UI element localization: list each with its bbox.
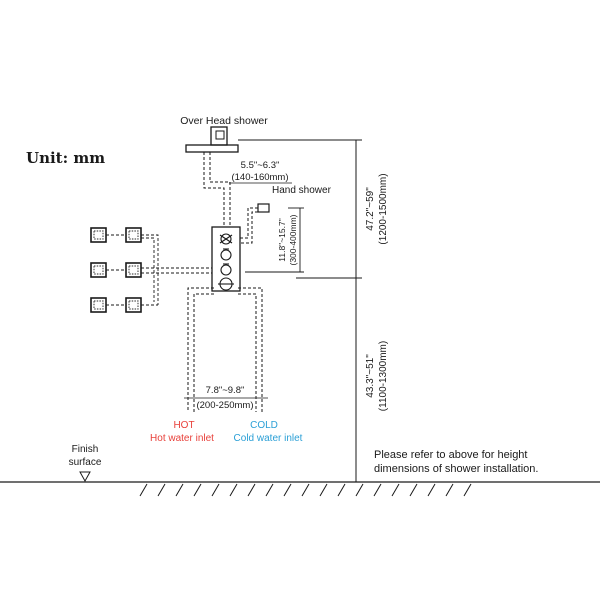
overhead-shower-head bbox=[185, 144, 239, 153]
unit-label: Unit: mm bbox=[26, 149, 105, 167]
overhead-shower-label: Over Head shower bbox=[180, 115, 268, 127]
diverter-handle-1 bbox=[220, 233, 232, 245]
body-jet bbox=[125, 262, 142, 278]
inlet-dimension-mm: (200-250mm) bbox=[196, 400, 253, 411]
diverter-handle-2 bbox=[220, 249, 232, 261]
arm-dimension-mm: (140-160mm) bbox=[231, 172, 288, 183]
floor-hatching bbox=[139, 483, 472, 497]
cold-label: COLD bbox=[250, 420, 278, 431]
inlet-dimension-in: 7.8"~9.8" bbox=[206, 385, 245, 396]
valve-plate bbox=[211, 226, 241, 292]
finish-surface-label-2: surface bbox=[69, 457, 102, 468]
overhead-feed-pipe bbox=[203, 152, 231, 230]
installation-note-line2: dimensions of shower installation. bbox=[374, 463, 538, 475]
installation-note-line1: Please refer to above for height bbox=[374, 449, 527, 461]
hand-shower-holder bbox=[257, 203, 270, 213]
body-jet bbox=[90, 262, 107, 278]
arm-dimension-in: 5.5"~6.3" bbox=[241, 160, 280, 171]
body-jet bbox=[90, 227, 107, 243]
overhead-shower bbox=[185, 126, 239, 153]
hand-shower-hose bbox=[240, 207, 258, 239]
finish-surface-marker bbox=[79, 471, 91, 483]
supply-inlet-pipes bbox=[187, 287, 263, 412]
upper-dimension-in: 47.2"~59" bbox=[365, 187, 376, 231]
body-jet bbox=[125, 227, 142, 243]
lower-dimension-mm: (1100-1300mm) bbox=[378, 341, 389, 411]
thermostatic-valve bbox=[211, 226, 241, 292]
hand-dimension-mm: (300-400mm) bbox=[288, 214, 298, 265]
finish-surface-label-1: Finish bbox=[72, 444, 99, 455]
body-jet-pipes bbox=[106, 234, 212, 306]
hand-dimension-in: 11.8"~15.7" bbox=[277, 218, 287, 261]
hot-label: HOT bbox=[173, 420, 194, 431]
upper-dimension-mm: (1200-1500mm) bbox=[378, 173, 389, 244]
overhead-shower-mount bbox=[210, 126, 228, 146]
hand-shower-label: Hand shower bbox=[272, 185, 332, 196]
hot-inlet-label: Hot water inlet bbox=[150, 433, 214, 444]
cold-inlet-label: Cold water inlet bbox=[234, 433, 303, 444]
body-jet bbox=[125, 297, 142, 313]
body-jet bbox=[90, 297, 107, 313]
diverter-handle-3 bbox=[220, 264, 232, 276]
lower-dimension-in: 43.3"~51" bbox=[365, 354, 376, 398]
